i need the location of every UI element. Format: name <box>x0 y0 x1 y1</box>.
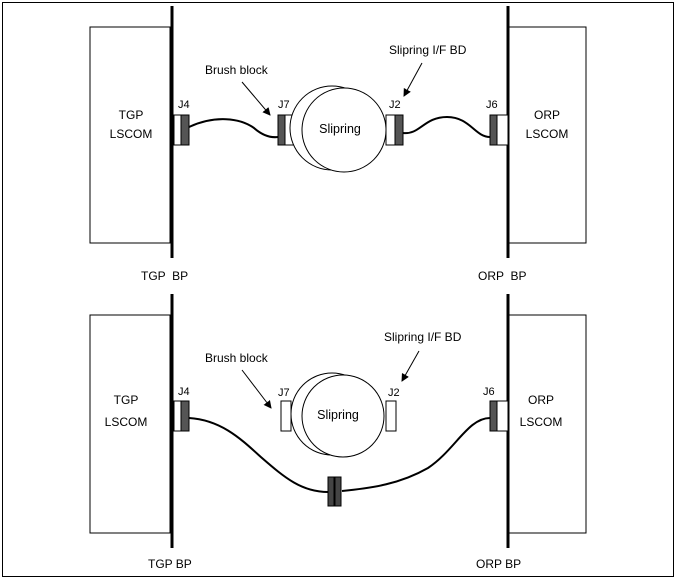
j6-connector-white <box>496 114 509 146</box>
inline-coupler-right <box>334 476 342 507</box>
j4-label: J4 <box>178 386 190 398</box>
brush-block-arrow <box>241 369 272 409</box>
j7-connector-white <box>280 400 292 432</box>
orp-lscom-board <box>508 26 587 244</box>
j6-connector-white <box>496 400 509 432</box>
tgp-lscom-board <box>89 314 171 534</box>
bottom-diagram: TGP LSCOM ORP LSCOM TGP BP ORP BP J4 J7 … <box>89 294 587 571</box>
j7-label: J7 <box>278 387 290 399</box>
brush-block-arrow <box>241 81 271 116</box>
slipring-if-bd-label: Slipring I/F BD <box>384 330 462 344</box>
j4-connector-plug <box>180 400 190 432</box>
j2-connector-plug <box>394 114 404 146</box>
orp-bp-label: ORP BP <box>476 557 521 571</box>
j6-label: J6 <box>483 386 495 398</box>
brush-block-label: Brush block <box>205 63 269 77</box>
orp-board-label: ORP <box>534 108 560 122</box>
tgp-bp-label: TGP BP <box>148 557 192 571</box>
j7-label: J7 <box>278 99 290 111</box>
j2-label: J2 <box>389 99 401 111</box>
j4-label: J4 <box>178 99 190 111</box>
slipring-label: Slipring <box>317 408 359 422</box>
orp-lscom-board <box>508 314 587 534</box>
orp-bp-label: ORP BP <box>478 269 526 283</box>
slipring-label: Slipring <box>319 122 361 136</box>
lscom-board-label: LSCOM <box>110 127 153 141</box>
top-diagram: TGP LSCOM ORP LSCOM TGP BP ORP BP J4 J7 … <box>89 6 587 283</box>
slipring-if-bd-arrow <box>403 62 423 97</box>
tgp-board-label: TGP <box>114 393 139 407</box>
lscom-board-label: LSCOM <box>526 127 569 141</box>
j4-connector-plug <box>180 114 190 146</box>
tgp-board-label: TGP <box>119 108 144 122</box>
orp-board-label: ORP <box>528 393 554 407</box>
brush-block-label: Brush block <box>205 351 269 365</box>
lscom-board-label: LSCOM <box>520 415 563 429</box>
bypass-cable-left <box>188 417 329 493</box>
bypass-cable-right <box>341 417 491 492</box>
slipring-if-bd-label: Slipring I/F BD <box>389 43 467 57</box>
tgp-lscom-board <box>89 26 171 244</box>
slipring-if-bd-arrow <box>401 350 420 382</box>
cable-j4-j7 <box>188 118 279 139</box>
tgp-bp-label: TGP BP <box>141 269 188 283</box>
j2-label: J2 <box>388 387 400 399</box>
lscom-board-label: LSCOM <box>105 415 148 429</box>
j2-connector-white <box>385 400 397 432</box>
j6-label: J6 <box>486 99 498 111</box>
cable-j2-j6 <box>402 115 491 138</box>
inline-coupler-left <box>327 476 335 507</box>
slipring-front-circle <box>301 374 385 458</box>
